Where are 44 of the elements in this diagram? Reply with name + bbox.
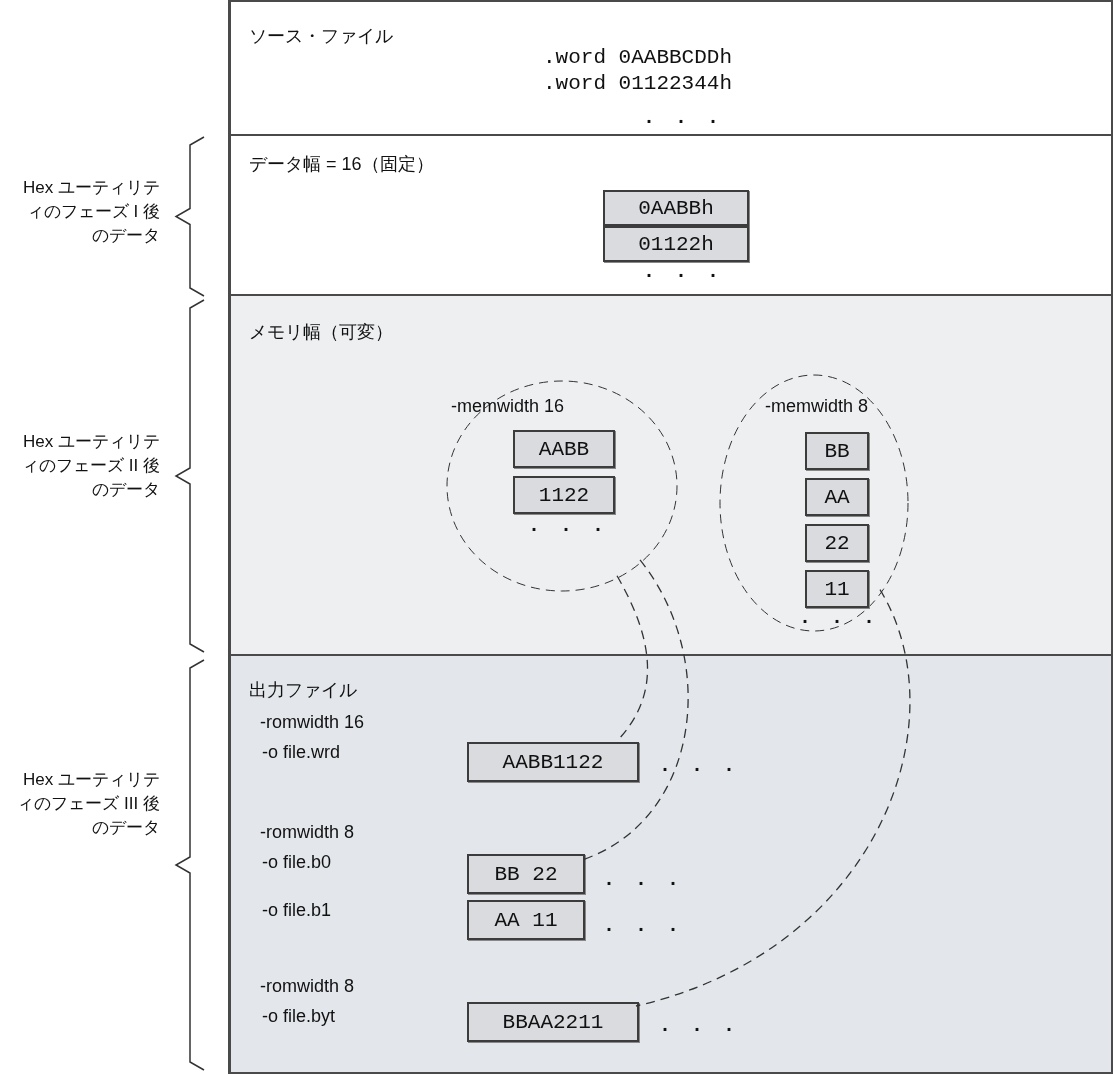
hex-value-box: AABB [513, 430, 615, 468]
ellipsis: . . . [603, 914, 683, 937]
section-heading: 出力ファイル [249, 679, 357, 702]
dashed-connector [635, 589, 911, 1007]
hex-value-box: 22 [805, 524, 869, 562]
phase-label: Hex ユーティリティのフェーズ II 後のデータ [21, 431, 160, 501]
section-panel [228, 294, 1113, 656]
ellipsis: . . . [659, 1014, 739, 1037]
ellipsis: . . . [643, 260, 723, 283]
option-label: -o file.b1 [262, 900, 332, 921]
dashed-connector [581, 559, 689, 861]
phase-label: Hex ユーティリティのフェーズ I 後のデータ [22, 177, 160, 247]
ellipsis: . . . [799, 606, 879, 629]
hex-value-box: 11 [805, 570, 869, 608]
ellipsis: . . . [643, 106, 723, 129]
hex-value-box: AA 11 [467, 900, 585, 940]
hex-value-box: BBAA2211 [467, 1002, 639, 1042]
section-heading: ソース・ファイル [249, 25, 393, 48]
option-label: -memwidth 8 [765, 396, 869, 417]
section-panel [228, 134, 1113, 296]
hex-value-box: BB [805, 432, 869, 470]
option-label: -romwidth 8 [260, 976, 355, 997]
hex-value-box: AABB1122 [467, 742, 639, 782]
section-heading: メモリ幅（可変） [249, 321, 393, 344]
hex-value-box: 01122h [603, 226, 749, 262]
option-label: -romwidth 8 [260, 822, 355, 843]
option-label: -memwidth 16 [451, 396, 565, 417]
code-line: .word 01122344h [543, 72, 733, 95]
phase-label: Hex ユーティリティのフェーズ III 後のデータ [16, 769, 160, 839]
ellipsis: . . . [659, 754, 739, 777]
hex-value-box: 1122 [513, 476, 615, 514]
code-line: .word 0AABBCDDh [543, 46, 733, 69]
hex-value-box: 0AABBh [603, 190, 749, 226]
section-heading: データ幅 = 16（固定） [249, 153, 434, 176]
section-panel [228, 654, 1113, 1074]
ellipsis: . . . [528, 514, 608, 537]
section-panel [228, 0, 1113, 136]
option-label: -romwidth 16 [260, 712, 365, 733]
option-label: -o file.wrd [262, 742, 341, 763]
hex-value-box: BB 22 [467, 854, 585, 894]
option-label: -o file.byt [262, 1006, 336, 1027]
hex-value-box: AA [805, 478, 869, 516]
ellipsis: . . . [603, 868, 683, 891]
option-label: -o file.b0 [262, 852, 332, 873]
